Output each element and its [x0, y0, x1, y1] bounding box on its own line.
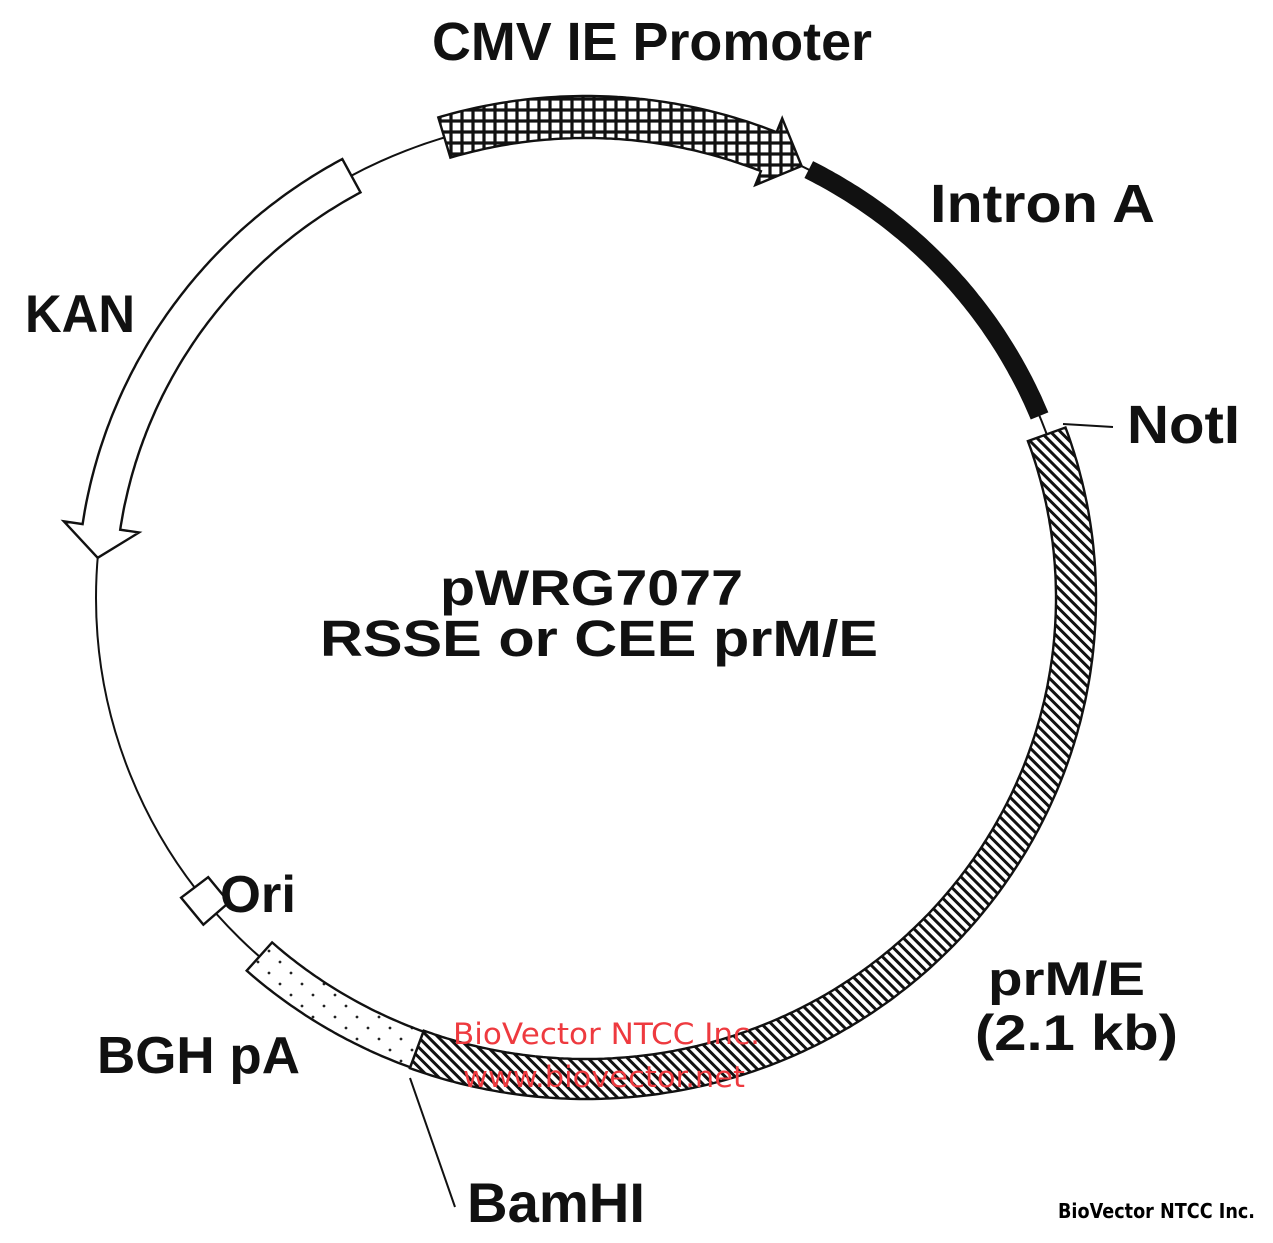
ori-box: [179, 875, 231, 927]
kan-label: KAN: [25, 285, 135, 344]
watermark-url: www.biovector.net: [463, 1060, 745, 1094]
cmv-promoter-arrow: [436, 94, 804, 188]
prme-label: prM/E: [988, 952, 1145, 1005]
intron-a-segment: [804, 161, 1049, 420]
kan-arrow: [60, 157, 363, 560]
credit-text: BioVector NTCC Inc.: [1058, 1199, 1255, 1223]
watermark-company: BioVector NTCC Inc.: [453, 1017, 760, 1051]
ori-label: Ori: [220, 866, 296, 924]
bamhi-site-label: BamHI: [467, 1171, 645, 1234]
noti-site-label: NotI: [1127, 395, 1240, 455]
cmv-promoter-label: CMV IE Promoter: [432, 12, 872, 72]
bgh-pa-segment: [244, 940, 425, 1069]
bamhi-leader-line: [409, 1077, 456, 1208]
plasmid-name: pWRG7077: [440, 560, 743, 616]
prme-size-label: (2.1 kb): [975, 1005, 1178, 1061]
intron-a-label: Intron A: [930, 174, 1155, 234]
plasmid-subtitle: RSSE or CEE prM/E: [320, 610, 878, 667]
noti-leader-line: [1062, 423, 1114, 428]
bgh-pa-label: BGH pA: [97, 1027, 300, 1085]
